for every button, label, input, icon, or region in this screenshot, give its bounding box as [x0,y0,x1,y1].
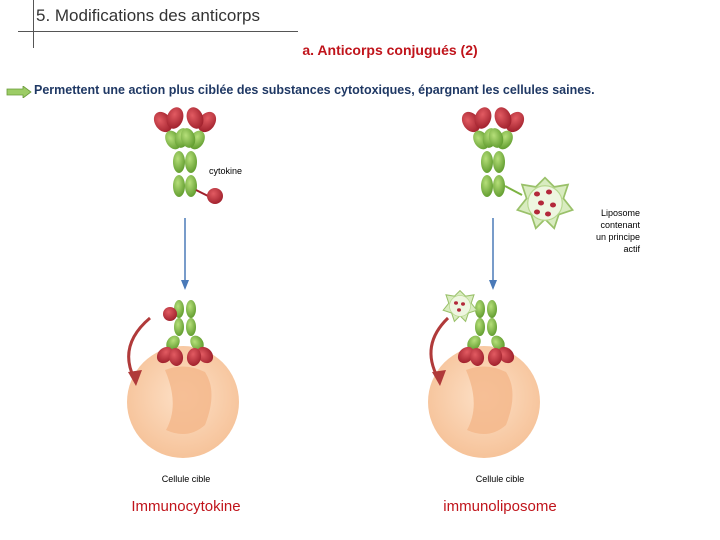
section-title: 5. Modifications des anticorps [36,6,260,25]
title-vertical-rule [33,0,34,48]
liposome-label-line-3: un principe [595,232,640,242]
left-antibody [150,104,220,197]
liposome-label: Liposome contenant un principe actif [556,207,640,255]
cytokine-icon [195,188,223,204]
right-down-arrow [489,218,497,290]
free-liposome-icon [442,290,478,322]
subsection-title: a. Anticorps conjugués (2) [302,42,478,58]
right-target-cell [428,346,540,458]
immunoliposome-label: immunoliposome [443,498,557,515]
liposome-label-line-2: contenant [600,220,640,230]
bullet-arrow-icon [6,86,32,98]
left-down-arrow [181,218,189,290]
title-underline [18,31,298,32]
right-curved-arrow [429,316,450,386]
liposome-label-line-1: Liposome [600,208,640,218]
bullet-text: Permettent une action plus ciblée des su… [34,83,595,97]
free-cytokine-icon [163,307,177,321]
right-antibody [458,104,528,197]
left-target-cell [127,346,239,458]
liposome-icon [504,176,574,230]
right-cell-label: Cellule cible [475,474,525,484]
left-cell-label: Cellule cible [161,474,211,484]
liposome-label-line-4: actif [623,244,640,254]
left-curved-arrow [127,316,151,386]
cytokine-label: cytokine [209,166,243,176]
immunocytokine-label: Immunocytokine [131,498,241,515]
